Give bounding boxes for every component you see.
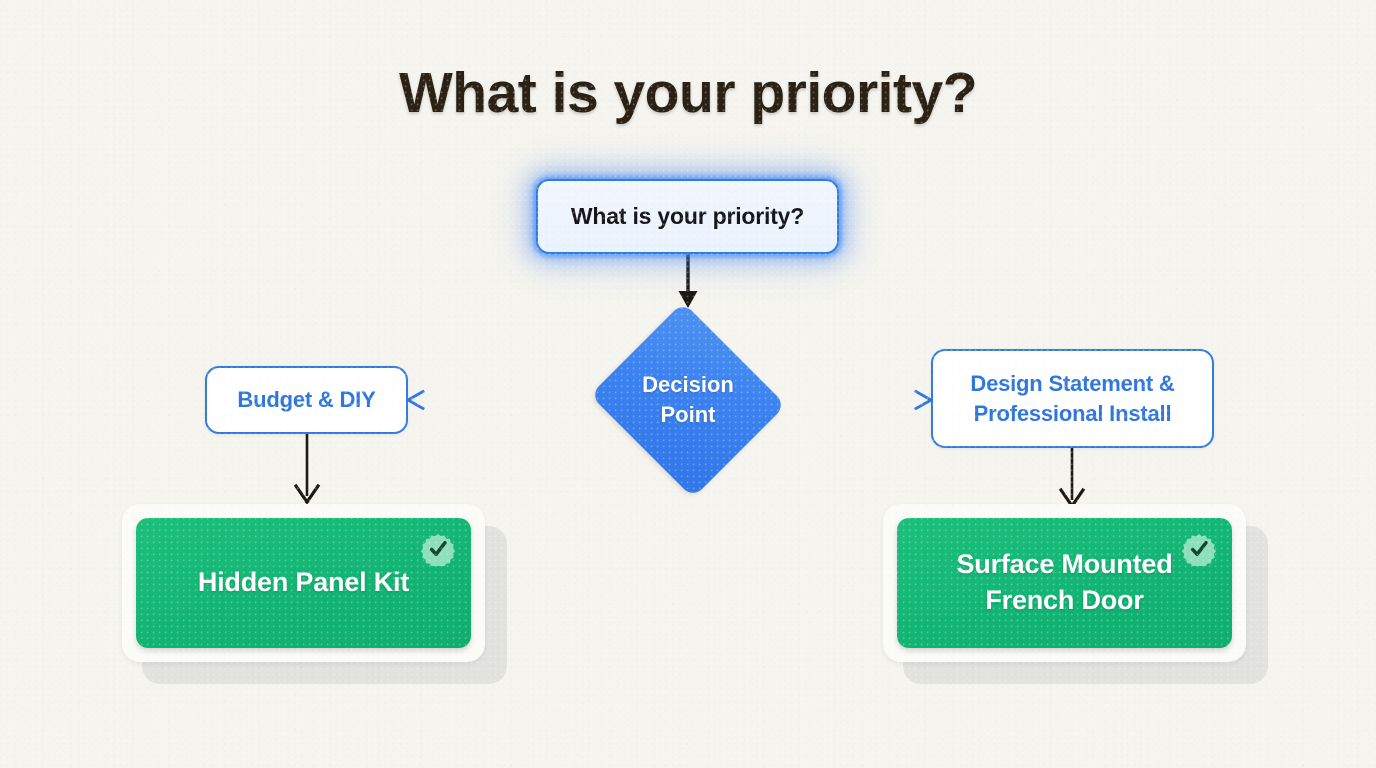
- outcome-right-label-line-1: Surface Mounted: [956, 549, 1173, 580]
- node-branch-design-statement[interactable]: Design Statement & Professional Install: [931, 349, 1214, 448]
- connector-branch-right-to-outcome: [1058, 446, 1086, 509]
- outcome-left-surface[interactable]: Hidden Panel Kit: [136, 518, 471, 648]
- node-branch-budget-diy[interactable]: Budget & DIY: [205, 366, 408, 434]
- outcome-left-label: Hidden Panel Kit: [197, 567, 410, 598]
- outcome-right-label-line-2: French Door: [985, 585, 1144, 615]
- page-title: What is your priority?: [398, 61, 978, 125]
- node-root-label: What is your priority?: [570, 203, 805, 229]
- node-decision-point[interactable]: Decision Point: [585, 302, 791, 498]
- branch-left-label: Budget & DIY: [237, 387, 376, 413]
- branch-right-label: Design Statement & Professional Install: [958, 369, 1186, 429]
- outcome-right-label: Surface Mounted French Door: [942, 547, 1186, 618]
- outcome-right-surface[interactable]: Surface Mounted French Door: [897, 518, 1232, 648]
- node-root-question[interactable]: What is your priority?: [536, 179, 839, 254]
- connector-branch-left-to-outcome: [293, 432, 321, 505]
- connector-decision-to-branch-left: [406, 389, 590, 411]
- branch-right-label-line-2: Professional Install: [973, 400, 1172, 426]
- connector-root-to-decision: [678, 252, 698, 308]
- card-outcome-surface-mounted-french-door[interactable]: Surface Mounted French Door: [883, 504, 1268, 684]
- branch-right-label-line-1: Design Statement &: [970, 370, 1175, 396]
- verified-check-icon: [421, 533, 455, 566]
- card-outcome-hidden-panel-kit[interactable]: Hidden Panel Kit: [122, 504, 507, 684]
- connector-decision-to-branch-right: [786, 389, 933, 411]
- diamond-shape: [590, 302, 786, 498]
- verified-check-icon: [1182, 533, 1216, 566]
